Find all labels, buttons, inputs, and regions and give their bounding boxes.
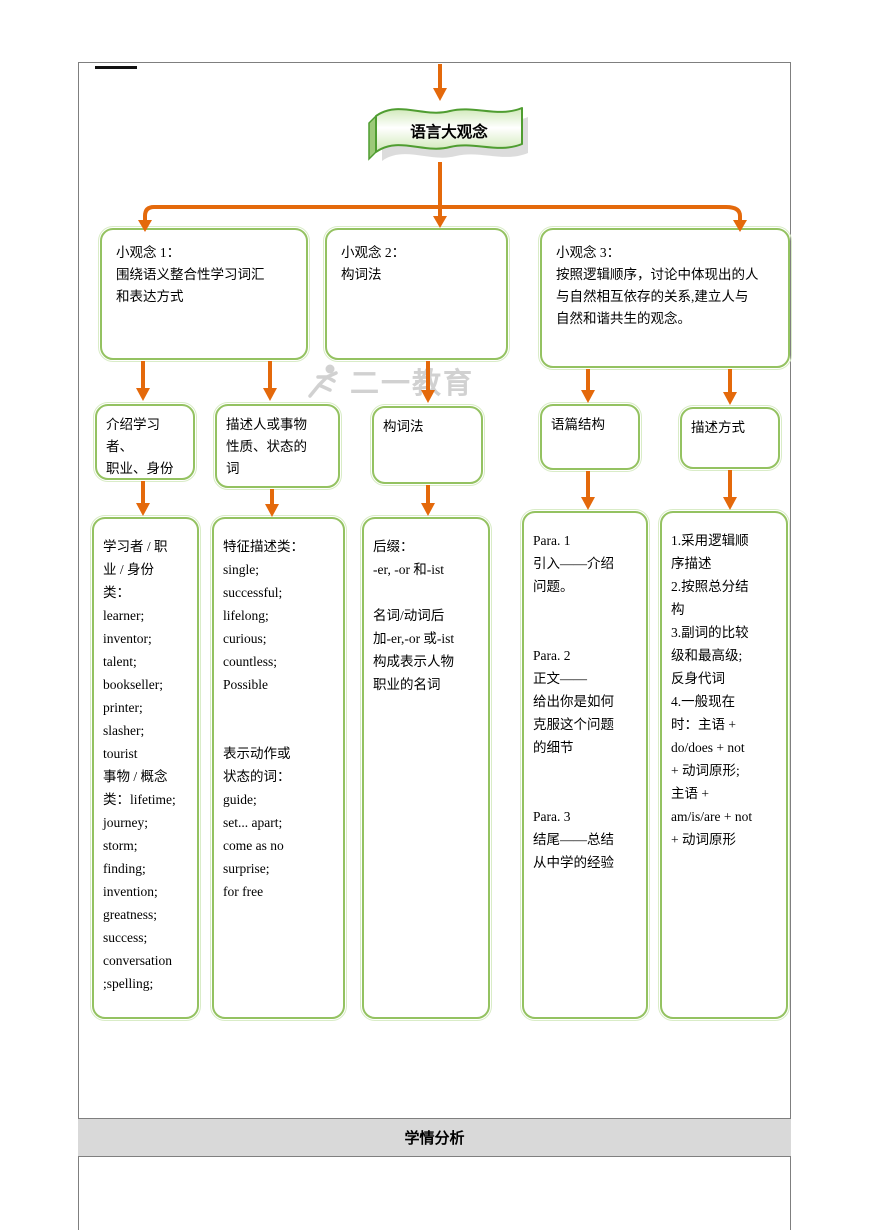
detail-box-vocabulary: 学习者 / 职 业 / 身份 类： learner; inventor; tal… — [90, 515, 201, 1021]
category-box-learners: 介绍学习者、 职业、身份 — [93, 402, 197, 482]
category-1-text: 介绍学习者、 职业、身份 — [106, 417, 174, 476]
section-header-bar: 学情分析 — [78, 1118, 791, 1157]
category-box-word-formation: 构词法 — [370, 404, 485, 486]
detail-3-text: 后缀： -er, -or 和-ist 名词/动词后 加-er,-or 或-ist… — [373, 539, 455, 692]
runner-icon — [308, 364, 338, 398]
banner-title: 语言大观念 — [410, 124, 488, 141]
detail-2-text: 特征描述类： single; successful; lifelong; cur… — [223, 539, 304, 899]
detail-box-grammar: 1.采用逻辑顺 序描述 2.按照总分结 构 3.副词的比较 级和最高级; 反身代… — [658, 509, 790, 1021]
detail-box-paragraphs: Para. 1 引入——介绍 问题。 Para. 2 正文—— 给出你是如何 克… — [520, 509, 650, 1021]
category-box-description-words: 描述人或事物 性质、状态的 词 — [213, 402, 342, 490]
concept-1-text: 小观念 1： 围绕语义整合性学习词汇 和表达方式 — [116, 245, 265, 304]
detail-box-suffixes: 后缀： -er, -or 和-ist 名词/动词后 加-er,-or 或-ist… — [360, 515, 492, 1021]
category-2-text: 描述人或事物 性质、状态的 词 — [226, 417, 307, 476]
banner-flag-icon — [368, 107, 528, 161]
section-header-label: 学情分析 — [404, 1131, 465, 1147]
top-rule — [95, 66, 137, 69]
category-3-text: 构词法 — [383, 419, 424, 434]
category-box-text-structure: 语篇结构 — [538, 402, 642, 472]
concept-box-1: 小观念 1： 围绕语义整合性学习词汇 和表达方式 — [98, 226, 310, 362]
watermark: 二一教育 — [300, 360, 474, 402]
concept-2-text: 小观念 2： 构词法 — [341, 245, 406, 282]
watermark-text: 二一教育 — [350, 368, 475, 400]
category-5-text: 描述方式 — [691, 420, 745, 435]
detail-4-text: Para. 1 引入——介绍 问题。 Para. 2 正文—— 给出你是如何 克… — [533, 533, 614, 870]
detail-5-text: 1.采用逻辑顺 序描述 2.按照总分结 构 3.副词的比较 级和最高级; 反身代… — [671, 533, 753, 847]
concept-3-text: 小观念 3： 按照逻辑顺序，讨论中体现出的人 与自然相互依存的关系,建立人与 自… — [556, 245, 759, 326]
category-4-text: 语篇结构 — [551, 417, 605, 432]
concept-box-2: 小观念 2： 构词法 — [323, 226, 510, 362]
category-box-description-style: 描述方式 — [678, 405, 782, 471]
detail-box-adjectives: 特征描述类： single; successful; lifelong; cur… — [210, 515, 347, 1021]
concept-box-3: 小观念 3： 按照逻辑顺序，讨论中体现出的人 与自然相互依存的关系,建立人与 自… — [538, 226, 792, 370]
detail-1-text: 学习者 / 职 业 / 身份 类： learner; inventor; tal… — [103, 539, 176, 991]
